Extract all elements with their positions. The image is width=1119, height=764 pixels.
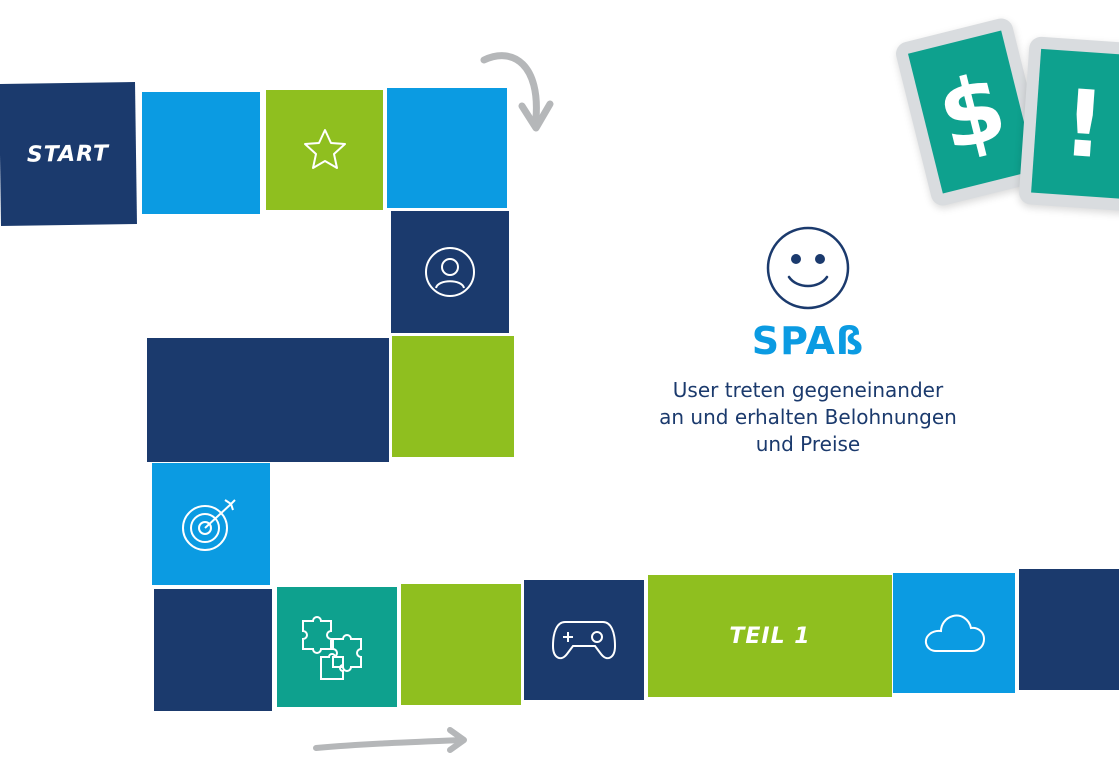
part-label: TEIL 1 <box>729 623 811 649</box>
feature-block: SPAß User treten gegeneinander an und er… <box>588 225 1028 458</box>
board-tile-cloud <box>893 573 1015 693</box>
exclamation-card-face: ! <box>1031 48 1119 200</box>
user-icon <box>425 247 475 297</box>
curved-arrow-icon <box>480 52 554 132</box>
exclamation-card: ! <box>1018 36 1119 212</box>
star-icon <box>303 129 346 169</box>
feature-description-line: und Preise <box>755 432 861 456</box>
board-tile-puzzle <box>277 587 397 707</box>
dollar-symbol: $ <box>927 52 1016 172</box>
feature-description: User treten gegeneinander an und erhalte… <box>588 377 1028 458</box>
target-icon <box>182 499 236 551</box>
gamepad-icon <box>551 621 617 660</box>
puzzle-icon <box>302 616 362 680</box>
board-tile-gamepad <box>524 580 644 700</box>
cloud-icon <box>924 614 986 652</box>
board-tile-bottom-3 <box>401 584 521 705</box>
board-tile-part: TEIL 1 <box>648 575 892 697</box>
smiley-icon <box>766 226 850 310</box>
feature-description-line: an und erhalten Belohnungen <box>659 405 957 429</box>
dollar-card-face: $ <box>908 30 1036 194</box>
board-tile-bottom-1 <box>154 589 272 711</box>
start-label: START <box>26 140 110 168</box>
board-tile-end <box>1019 569 1119 690</box>
feature-title: SPAß <box>751 319 865 363</box>
board-tile-start: START <box>0 82 137 226</box>
board-tile-wide <box>147 338 389 462</box>
feature-description-line: User treten gegeneinander <box>672 378 944 402</box>
exclamation-symbol: ! <box>1059 69 1109 179</box>
board-tile-6 <box>392 336 514 457</box>
straight-arrow-icon <box>313 727 467 753</box>
board-tile-target <box>152 463 270 585</box>
board-tile-2 <box>142 92 260 214</box>
board-tile-user <box>391 211 509 333</box>
board-tile-4 <box>387 88 507 208</box>
board-tile-star <box>266 90 383 210</box>
